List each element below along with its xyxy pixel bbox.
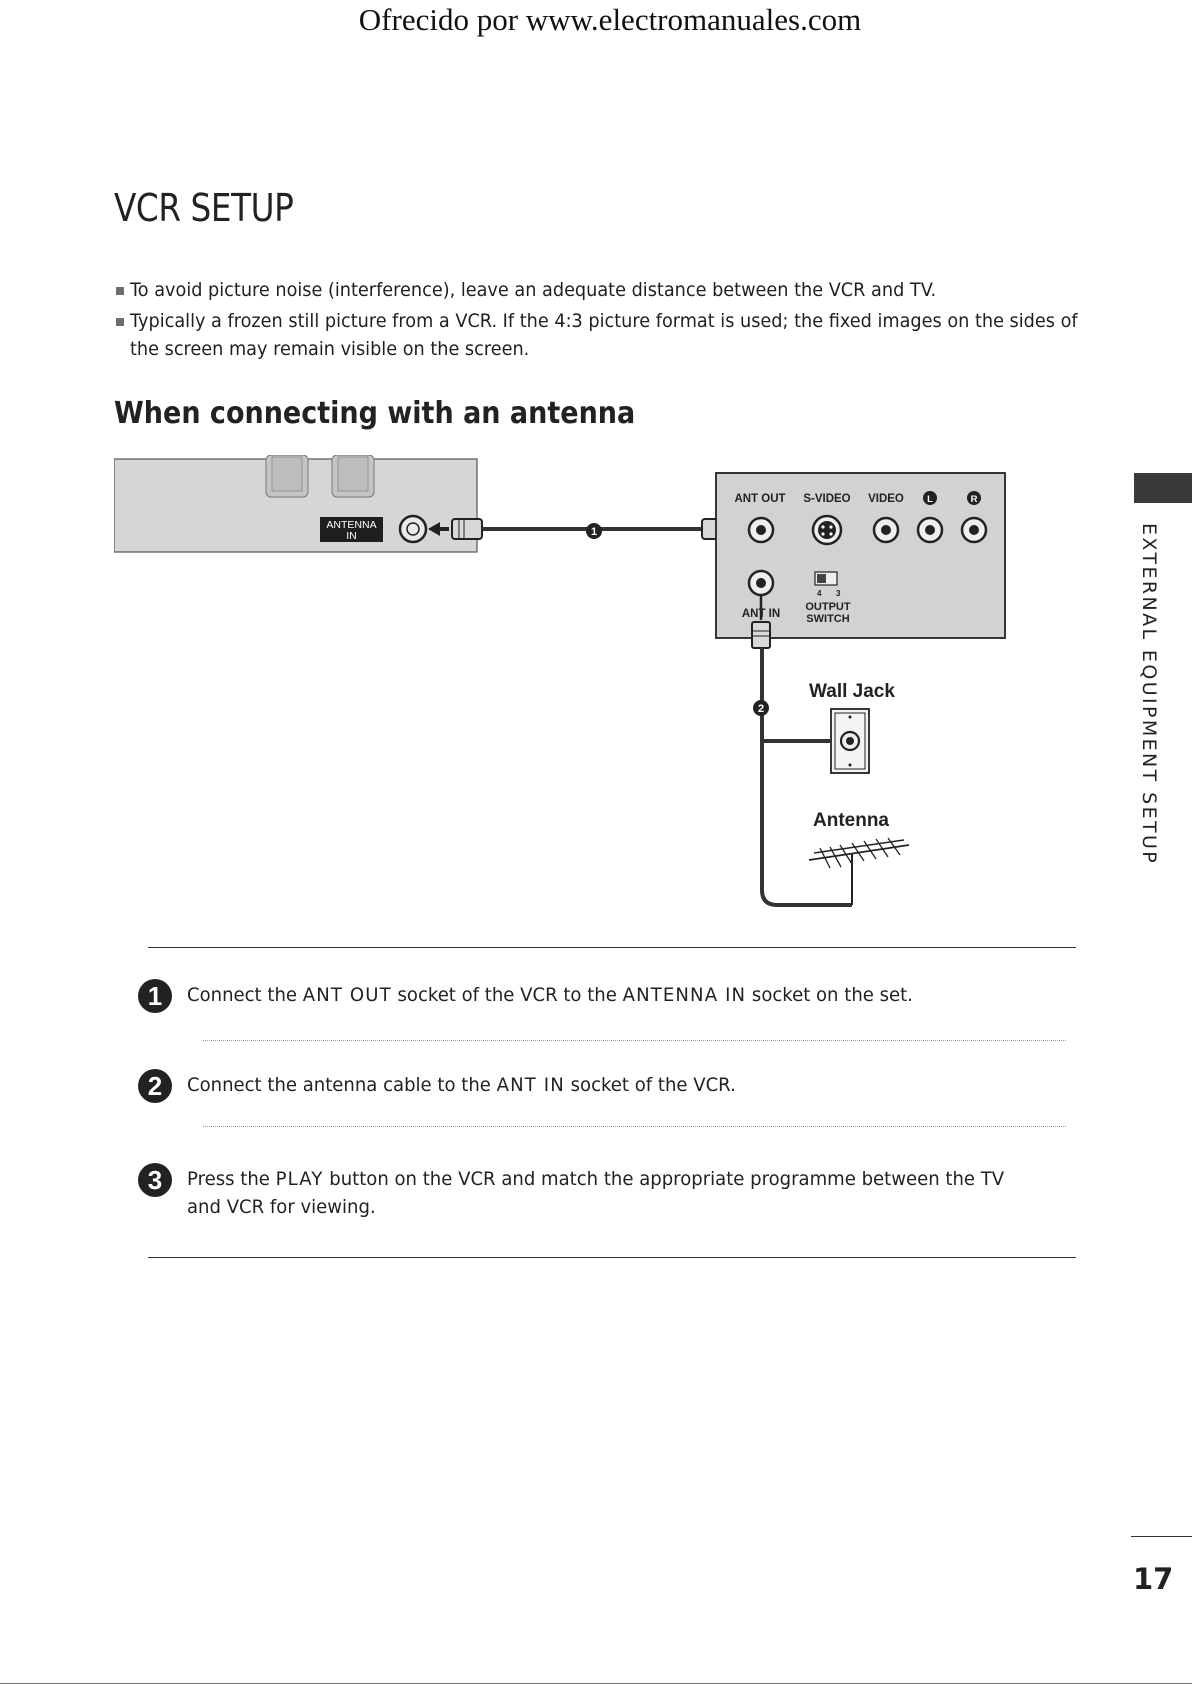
notes-list: To avoid picture noise (interference), l… bbox=[114, 276, 1080, 366]
switch-4-label: 4 bbox=[817, 589, 822, 598]
wall-jack: Wall Jack bbox=[809, 681, 895, 774]
tv-antenna-jack bbox=[398, 514, 428, 544]
vcr-video-label: VIDEO bbox=[868, 493, 904, 505]
section-tab-marker bbox=[1134, 473, 1192, 503]
step-marker-2 bbox=[753, 700, 769, 716]
coax-cable-2: 2 bbox=[751, 595, 852, 907]
step-marker-1 bbox=[586, 523, 602, 539]
vcr-s-video-label: S-VIDEO bbox=[803, 493, 850, 505]
tv-antenna-in-label: IN bbox=[346, 530, 357, 542]
output-switch-label: OUTPUT bbox=[805, 601, 851, 613]
divider-line bbox=[148, 1257, 1076, 1258]
step-3-text: Press the PLAY button on the VCR and mat… bbox=[187, 1168, 1005, 1218]
tv-back-panel: ANTENNA IN bbox=[114, 455, 478, 553]
note-text: Typically a frozen still picture from a … bbox=[130, 310, 1078, 360]
vcr-audio-left-label: L bbox=[927, 494, 933, 505]
section-title: When connecting with an antenna bbox=[114, 396, 636, 431]
coax-cable-1: 1 bbox=[451, 518, 733, 540]
antenna-label: Antenna bbox=[813, 810, 889, 831]
step-marker-1-label: 1 bbox=[591, 526, 597, 538]
step-2-text: Connect the antenna cable to the ANT IN … bbox=[187, 1074, 736, 1096]
tv-antenna-in-label: ANTENNA bbox=[326, 519, 376, 531]
note-item: To avoid picture noise (interference), l… bbox=[114, 276, 1080, 304]
vcr-audio-right-label: R bbox=[971, 494, 978, 505]
step-1-text: Connect the ANT OUT socket of the VCR to… bbox=[187, 984, 913, 1006]
antenna-icon: Antenna bbox=[808, 810, 910, 905]
step-number-2: 2 bbox=[138, 1069, 172, 1103]
square-bullet-icon bbox=[116, 318, 124, 326]
side-section-label: EXTERNAL EQUIPMENT SETUP bbox=[1133, 523, 1163, 865]
step-number-3: 3 bbox=[138, 1163, 172, 1197]
dotted-separator bbox=[203, 1126, 1066, 1127]
page-title: VCR SETUP bbox=[114, 186, 294, 230]
page-number-rule bbox=[1131, 1536, 1192, 1537]
wall-jack-label: Wall Jack bbox=[809, 681, 895, 702]
switch-3-label: 3 bbox=[836, 589, 841, 598]
side-section-label-text: EXTERNAL EQUIPMENT SETUP bbox=[1138, 523, 1160, 866]
output-switch-label: SWITCH bbox=[806, 613, 849, 625]
connection-diagram: ANTENNA IN 1 ANT OUT S-VIDEO VIDEO L R bbox=[114, 455, 1006, 907]
page-number: 17 bbox=[1133, 1562, 1174, 1596]
page-bottom-edge bbox=[0, 1683, 1192, 1684]
note-text: To avoid picture noise (interference), l… bbox=[130, 279, 937, 301]
divider-line bbox=[148, 947, 1076, 948]
dotted-separator bbox=[203, 1040, 1066, 1041]
step-marker-2-label: 2 bbox=[758, 703, 764, 715]
arrow-left-icon bbox=[428, 522, 440, 536]
watermark-text: Ofrecido por www.electromanuales.com bbox=[358, 2, 862, 37]
step-number-1: 1 bbox=[138, 979, 172, 1013]
vcr-ant-out-label: ANT OUT bbox=[734, 493, 785, 505]
square-bullet-icon bbox=[116, 287, 124, 295]
note-item: Typically a frozen still picture from a … bbox=[114, 307, 1080, 363]
vcr-back-panel: ANT OUT S-VIDEO VIDEO L R ANT IN 4 3 OUT… bbox=[715, 472, 1006, 639]
